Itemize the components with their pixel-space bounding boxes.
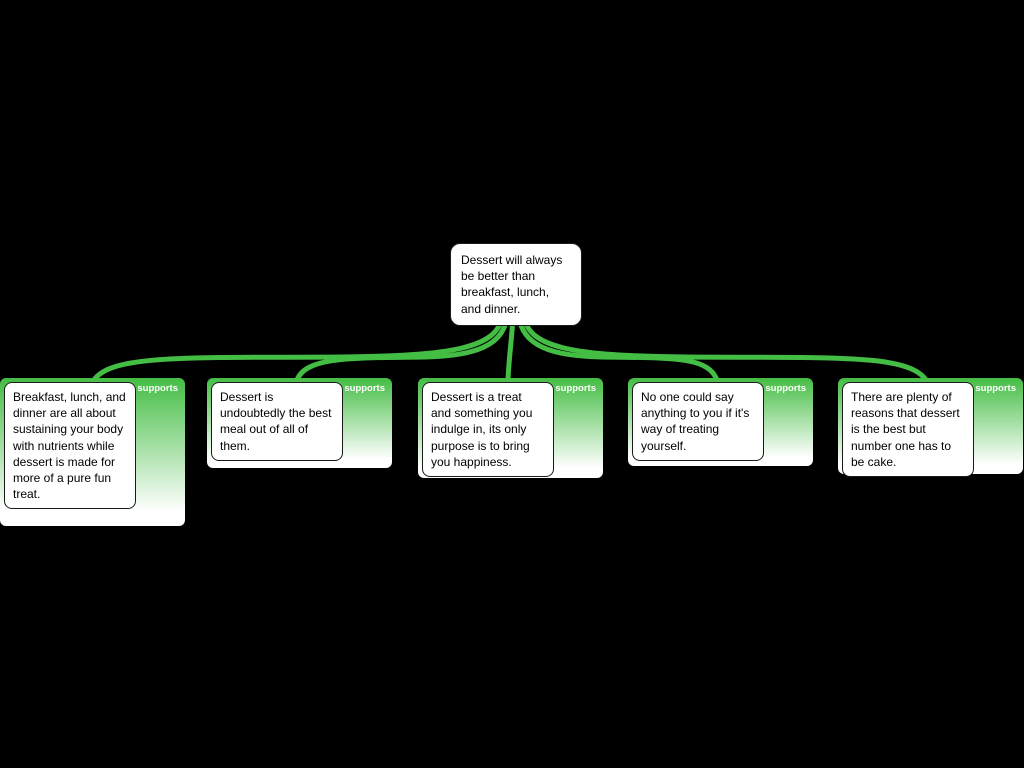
support-card-2[interactable]: Dessert is undoubtedly the best meal out… bbox=[211, 382, 343, 461]
support-edge-2 bbox=[294, 313, 510, 383]
support-text-1: Breakfast, lunch, and dinner are all abo… bbox=[13, 390, 126, 502]
support-edge-4 bbox=[516, 313, 720, 383]
support-card-3[interactable]: Dessert is a treat and something you ind… bbox=[422, 382, 554, 477]
support-edge-label: supports bbox=[975, 383, 1016, 394]
support-text-2: Dessert is undoubtedly the best meal out… bbox=[220, 390, 332, 453]
support-edge-label: supports bbox=[344, 383, 385, 394]
support-text-4: No one could say anything to you if it's… bbox=[641, 390, 750, 453]
support-node-3[interactable]: supports Dessert is a treat and somethin… bbox=[418, 378, 603, 478]
support-edge-label: supports bbox=[555, 383, 596, 394]
support-edge-5 bbox=[521, 313, 929, 383]
support-edge-1 bbox=[91, 313, 505, 383]
support-card-5[interactable]: There are plenty of reasons that dessert… bbox=[842, 382, 974, 477]
support-node-5[interactable]: supports There are plenty of reasons tha… bbox=[838, 378, 1023, 477]
support-node-1[interactable]: supports Breakfast, lunch, and dinner ar… bbox=[0, 378, 185, 526]
support-card-1[interactable]: Breakfast, lunch, and dinner are all abo… bbox=[4, 382, 136, 510]
root-claim-text: Dessert will always be better than break… bbox=[461, 253, 563, 316]
support-node-4[interactable]: supports No one could say anything to yo… bbox=[628, 378, 813, 466]
support-node-2[interactable]: supports Dessert is undoubtedly the best… bbox=[207, 378, 392, 468]
support-card-4[interactable]: No one could say anything to you if it's… bbox=[632, 382, 764, 461]
support-text-5: There are plenty of reasons that dessert… bbox=[851, 390, 960, 469]
root-claim-node[interactable]: Dessert will always be better than break… bbox=[450, 243, 582, 326]
support-text-3: Dessert is a treat and something you ind… bbox=[431, 390, 533, 469]
support-edge-label: supports bbox=[137, 383, 178, 394]
support-edge-label: supports bbox=[765, 383, 806, 394]
